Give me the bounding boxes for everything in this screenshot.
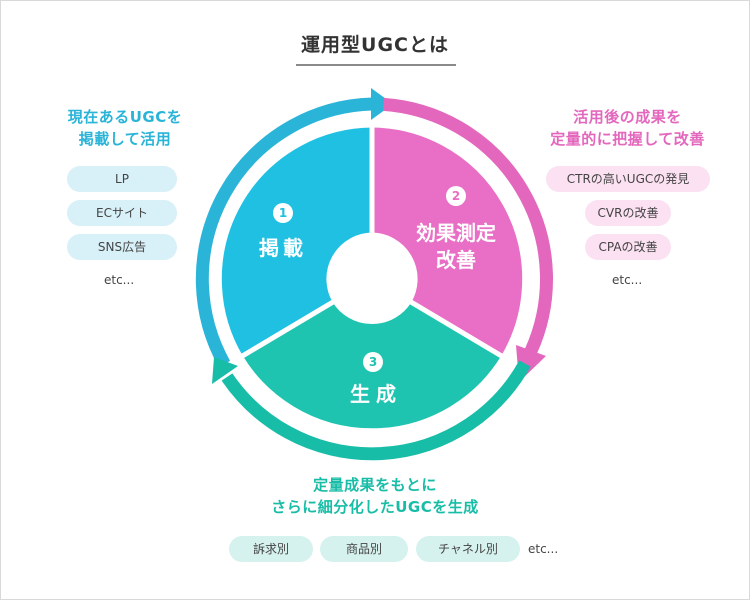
- segment-2-measure: [369, 122, 528, 360]
- title-underline: [296, 64, 456, 66]
- segment-3-label: 生成: [350, 382, 402, 406]
- right-item-cpa: CPAの改善: [585, 234, 671, 260]
- right-heading-line1: 活用後の成果を: [573, 108, 682, 126]
- bottom-item-product: 商品別: [320, 536, 408, 562]
- segment-2-label-line1: 効果測定: [416, 221, 496, 245]
- arrow-blue-head: [371, 88, 393, 120]
- segment-1-keisai: [216, 122, 375, 360]
- page-title: 運用型UGCとは: [301, 34, 449, 56]
- segment-2-label-line2: 改善: [436, 248, 476, 272]
- bottom-heading: 定量成果をもとに さらに細分化したUGCを生成: [225, 474, 525, 518]
- left-heading-line1: 現在あるUGCを: [67, 108, 183, 126]
- right-item-cvr: CVRの改善: [585, 200, 671, 226]
- arrow-blue: [195, 97, 373, 368]
- bottom-heading-line2: さらに細分化したUGCを生成: [271, 498, 479, 516]
- left-heading-line2: 掲載して活用: [78, 130, 172, 148]
- segment-2-number: 2: [452, 189, 460, 203]
- right-etc: etc...: [612, 273, 643, 287]
- segment-2-number-badge: [446, 186, 466, 206]
- right-item-ctr: CTRの高いUGCの発見: [546, 166, 710, 192]
- left-heading: 現在あるUGCを 掲載して活用: [40, 106, 210, 150]
- left-item-lp: LP: [67, 166, 177, 192]
- segment-1-number-badge: [273, 203, 293, 223]
- arrow-teal: [221, 360, 531, 461]
- left-etc: etc...: [104, 273, 135, 287]
- arrow-teal-head: [212, 357, 238, 384]
- bottom-item-appeal: 訴求別: [229, 536, 313, 562]
- right-heading: 活用後の成果を 定量的に把握して改善: [520, 106, 735, 150]
- bottom-etc: etc...: [528, 542, 559, 556]
- bottom-heading-line1: 定量成果をもとに: [313, 476, 437, 494]
- segment-1-label: 掲載: [259, 236, 307, 260]
- arrow-pink: [383, 97, 553, 354]
- right-heading-line2: 定量的に把握して改善: [550, 130, 705, 148]
- left-item-ec-site: ECサイト: [67, 200, 177, 226]
- bottom-item-channel: チャネル別: [416, 536, 520, 562]
- segment-3-number: 3: [369, 355, 377, 369]
- segment-3-number-badge: [363, 352, 383, 372]
- segment-1-number: 1: [279, 206, 287, 220]
- left-item-sns-ad: SNS広告: [67, 234, 177, 260]
